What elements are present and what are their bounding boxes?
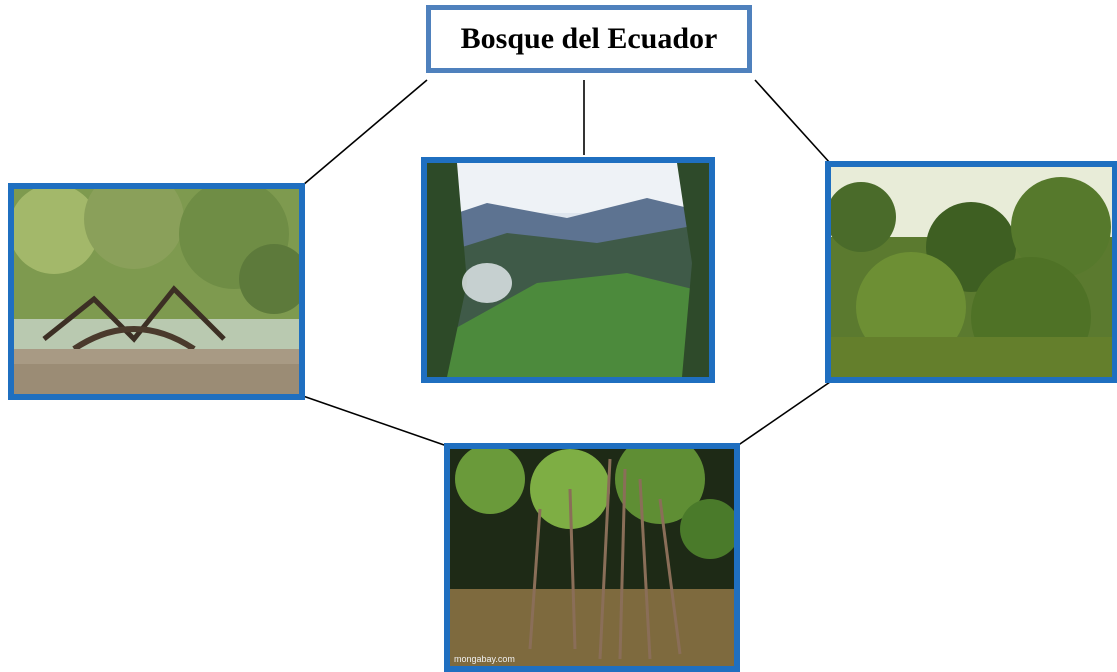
cloud-forest-photo: [421, 157, 715, 383]
humid-forest-photo: [825, 161, 1117, 383]
diagram-title: Bosque del Ecuador: [460, 22, 718, 55]
watermark-text: mongabay.com: [454, 654, 515, 664]
connector-bottom-left: [302, 395, 448, 447]
dry-forest-photo: [8, 183, 305, 400]
connector-left: [302, 79, 428, 186]
mangrove-photo: mongabay.com: [444, 443, 740, 672]
connector-right: [754, 79, 831, 164]
connector-bottom-right: [736, 381, 831, 447]
title-box: Bosque del Ecuador: [426, 5, 752, 73]
